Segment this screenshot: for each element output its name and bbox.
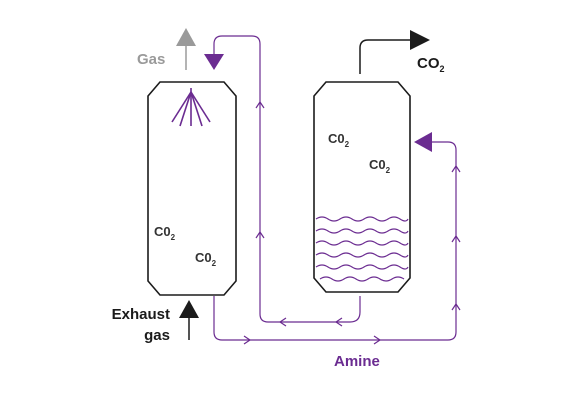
co2-text: C0 [154,224,171,239]
co2-subscript: 2 [170,233,176,242]
co2-subscript: 2 [211,259,217,268]
co2-label-stripper-2: C02 [369,158,390,175]
stripper-vessel [313,81,411,293]
gas-label: Gas [137,51,166,68]
co2-label-absorber-1: C02 [154,225,175,242]
gas-outlet-arrow-icon [176,28,196,46]
amine-circuit [213,35,457,341]
lean-amine-inlet-arrow-icon [204,54,224,70]
exhaust-gas-label: Exhaust gas [104,304,170,346]
co2-outlet-arrow-icon [410,30,430,50]
co2-output-label: CO2 [417,56,445,74]
amine-liquid-waves [315,216,409,282]
co2-text: C0 [195,250,212,265]
exhaust-inlet-arrow-icon [179,300,199,318]
co2-outlet-line [359,39,412,74]
rich-amine-inlet-arrow-icon [414,132,432,152]
co2-label-stripper-1: C02 [328,132,349,149]
exhaust-label-line1: Exhaust [111,306,170,323]
amine-label: Amine [334,353,380,370]
co2-text: C0 [369,157,386,172]
co2-output-subscript: 2 [439,64,445,74]
co2-output-text: CO [417,55,440,72]
co2-text: C0 [328,131,345,146]
spray-nozzle-icon [171,88,211,127]
amine-flow-chevrons [243,100,461,345]
absorber-vessel [147,81,237,296]
exhaust-label-line2: gas [144,327,170,344]
co2-label-absorber-2: C02 [195,251,216,268]
co2-subscript: 2 [385,166,391,175]
co2-subscript: 2 [344,140,350,149]
